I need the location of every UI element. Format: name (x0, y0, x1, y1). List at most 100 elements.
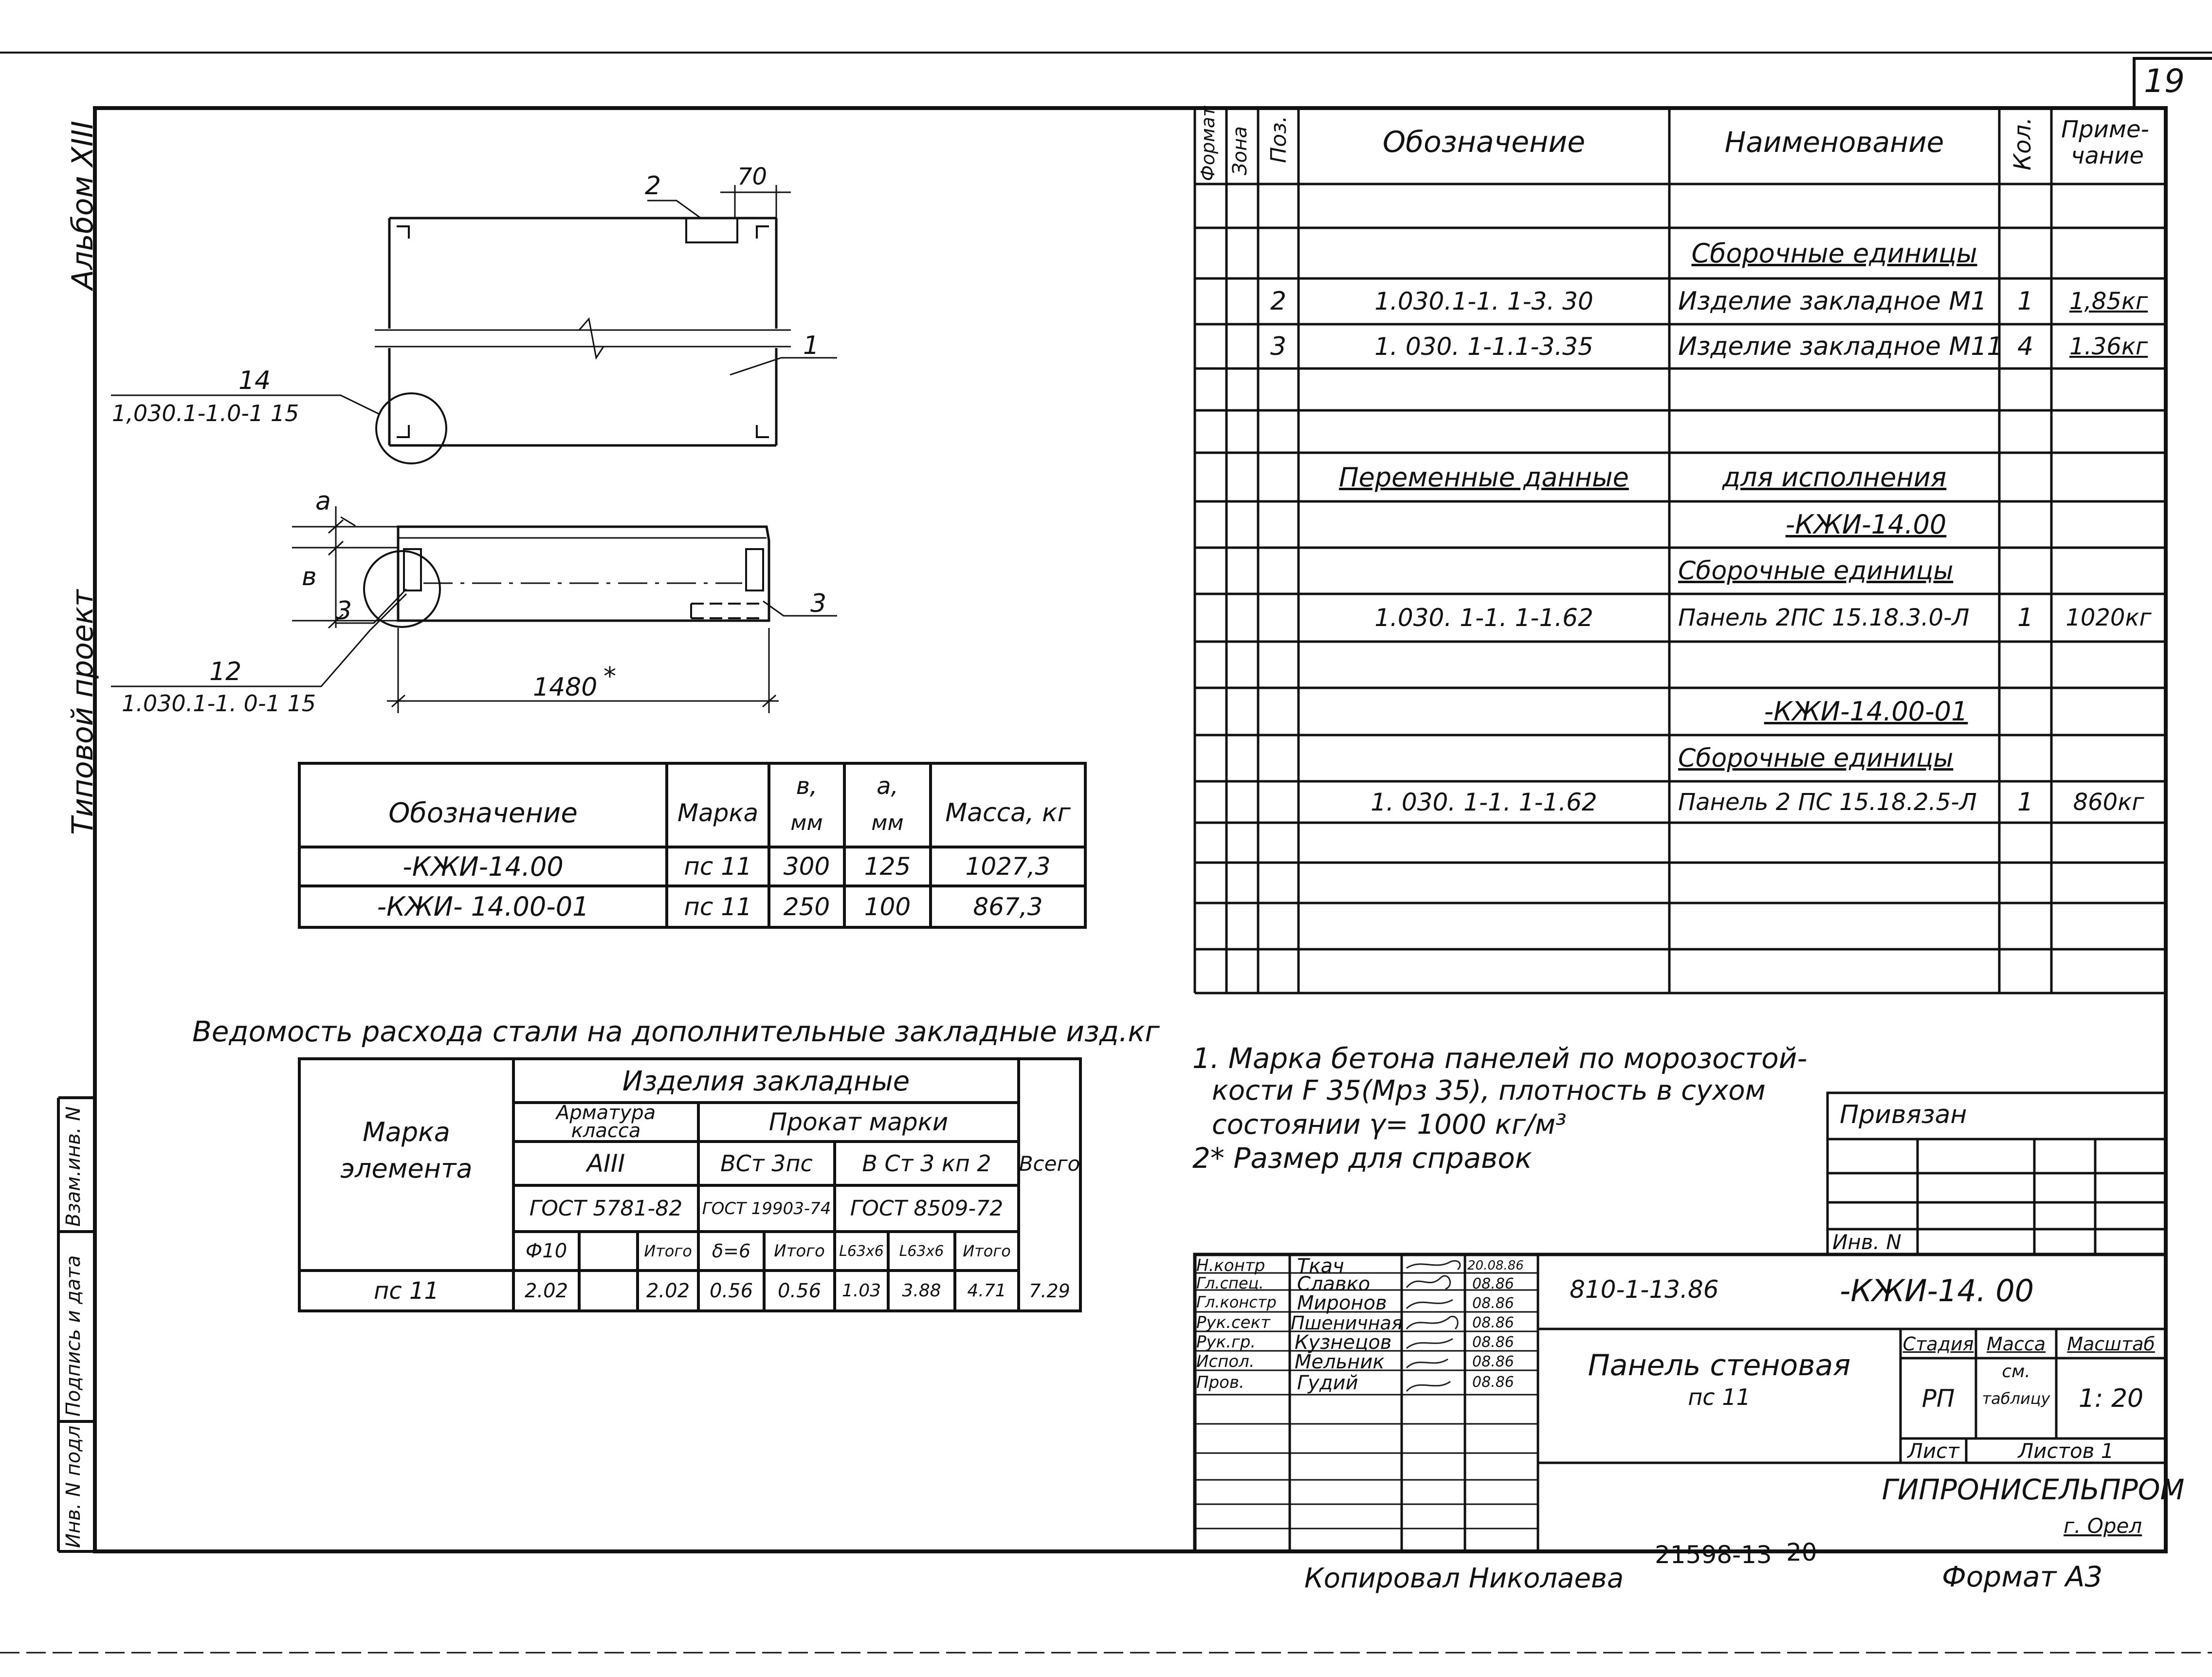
steel-gost-5781: ГОСТ 5781-82 (529, 1196, 683, 1221)
spec-row-6-des: Переменные данные (1339, 461, 1629, 493)
spec-row-8-name: Сборочные единицы (1678, 556, 1954, 586)
spec-row-9-des: 1.030. 1-1. 1-1.62 (1374, 604, 1593, 632)
callout-14-num: 14 (238, 366, 271, 395)
steel-row-itogo-3: 4.71 (967, 1281, 1006, 1301)
note-line-1: 1. Марка бетона панелей по морозостой- (1192, 1042, 1808, 1075)
mass-header-mark: Марка (677, 799, 759, 827)
stamp-mass-1: см. (2002, 1362, 2030, 1382)
stamp-date-7: 08.86 (1472, 1374, 1514, 1391)
stamp-name-3: Миронов (1297, 1292, 1387, 1314)
stamp-date-4: 08.86 (1472, 1314, 1514, 1331)
steel-sub-itogo-1: Итого (644, 1242, 692, 1260)
steel-sub-f10: Ф10 (525, 1240, 567, 1262)
dim-b: в (302, 562, 317, 591)
spec-header-format: Формат (1197, 106, 1219, 181)
field-vzam-inv: Взам.инв. N (62, 1106, 85, 1227)
steel-row-itogo-1: 2.02 (646, 1279, 690, 1302)
callout-1: 1 (803, 331, 820, 360)
stamp-stage-label: Стадия (1902, 1333, 1974, 1355)
mass-header-a-top: а, (877, 773, 898, 800)
stamp-mass-2: таблицу (1982, 1389, 2050, 1408)
field-sign-date: Подпись и дата (62, 1255, 85, 1417)
spec-row-4-des: 1. 030. 1-1.1-3.35 (1374, 332, 1593, 361)
note-line-2: кости F 35(Мрз 35), плотность в сухом (1212, 1075, 1766, 1106)
mass-row-2-mass: 867,3 (973, 892, 1043, 921)
steel-sub-itogo-3: Итого (963, 1242, 1011, 1260)
spec-header-name: Наименование (1724, 126, 1944, 159)
privyazan-inv: Инв. N (1832, 1230, 1901, 1254)
stamp-mark: -КЖИ-14. 00 (1840, 1273, 2034, 1308)
spec-row-4-pos: 3 (1270, 332, 1287, 361)
spec-row-7-name: -КЖИ-14.00 (1785, 509, 1947, 540)
stamp-role-6: Испол. (1196, 1352, 1255, 1371)
stamp-mass-label: Масса (1986, 1333, 2046, 1355)
steel-gost-19903: ГОСТ 19903-74 (702, 1198, 831, 1218)
dim-70: 70 (737, 163, 768, 190)
spec-header-designation: Обозначение (1382, 125, 1586, 159)
steel-row-delta: 0.56 (709, 1279, 753, 1302)
spec-row-4-qty: 4 (2017, 332, 2034, 361)
stamp-scale-label: Масштаб (2067, 1333, 2155, 1355)
spec-table-grid (1193, 108, 2166, 995)
title-block-grid (1193, 1253, 2168, 1553)
mass-row-1-b: 300 (783, 852, 830, 881)
callout-12-ref: 1.030.1-1. 0-1 15 (122, 690, 316, 717)
steel-prokat: Прокат марки (768, 1108, 949, 1136)
mass-row-1-a: 125 (864, 852, 911, 881)
spec-row-13-qty: 1 (2017, 787, 2034, 817)
steel-row-angle-1: 1.03 (841, 1281, 881, 1301)
spec-header-zone: Зона (1229, 126, 1251, 175)
dim-star: * (603, 662, 616, 691)
steel-gost-8509: ГОСТ 8509-72 (850, 1196, 1004, 1221)
stamp-role-5: Рук.гр. (1196, 1332, 1256, 1352)
note-line-4: 2* Размер для справок (1192, 1142, 1532, 1175)
footer-page: 20 (1786, 1538, 1817, 1566)
callout-2: 2 (645, 171, 661, 201)
stamp-date-5: 08.86 (1472, 1334, 1514, 1351)
steel-row-f10: 2.02 (524, 1279, 568, 1302)
stamp-org: ГИПРОНИСЕЛЬПРОМ (1882, 1473, 2185, 1506)
spec-row-9-qty: 1 (2017, 603, 2034, 632)
steel-group: Изделия закладные (622, 1066, 910, 1097)
mass-header-designation: Обозначение (388, 797, 578, 829)
steel-row-itogo-2: 0.56 (777, 1279, 822, 1302)
spec-row-9-note: 1020кг (2066, 604, 2152, 631)
section-view (111, 506, 837, 713)
steel-a3: АIII (586, 1149, 625, 1178)
spec-row-3-pos: 2 (1270, 287, 1287, 316)
spec-row-13-note: 860кг (2073, 788, 2144, 816)
spec-header-qty: Кол. (2009, 117, 2036, 170)
spec-row-4-name: Изделие закладное М11 (1678, 332, 2003, 361)
stamp-role-1: Н.контр (1196, 1256, 1265, 1275)
stamp-scale: 1: 20 (2078, 1383, 2144, 1413)
stamp-role-4: Рук.сект (1196, 1313, 1270, 1332)
stamp-name-4: Пшеничная (1291, 1312, 1403, 1334)
privyazan-title: Привязан (1840, 1100, 1967, 1129)
steel-arm-class-1: Арматура (556, 1102, 656, 1124)
mass-row-1-mass: 1027,3 (965, 852, 1051, 881)
mass-header-a-bot: мм (871, 810, 904, 835)
spec-row-13-name: Панель 2 ПС 15.18.2.5-Л (1678, 788, 1977, 816)
stamp-role-2: Гл.спец. (1196, 1274, 1264, 1292)
stamp-date-6: 08.86 (1472, 1353, 1514, 1370)
spec-row-12-name: Сборочные единицы (1678, 743, 1954, 773)
stamp-code: 810-1-13.86 (1570, 1275, 1719, 1304)
spec-row-13-des: 1. 030. 1-1. 1-1.62 (1371, 788, 1597, 816)
stamp-date-3: 08.86 (1472, 1295, 1514, 1312)
stamp-city: г. Орел (2064, 1514, 2142, 1538)
steel-vst3ps: ВСт 3пс (720, 1150, 813, 1177)
stamp-name-7: Гудий (1297, 1372, 1358, 1394)
steel-table-grid (298, 1057, 1082, 1312)
stamp-sheet-label: Лист (1907, 1438, 1959, 1463)
spec-row-4-note: 1.36кг (2069, 332, 2148, 360)
spec-row-3-des: 1.030.1-1. 1-3. 30 (1374, 287, 1593, 315)
note-line-3: состоянии γ= 1000 кг/м³ (1212, 1109, 1567, 1141)
spec-header-note-2: чание (2071, 142, 2144, 169)
album-label: Альбом XIII (66, 121, 100, 290)
spec-header-pos: Поз. (1266, 115, 1291, 163)
steel-col-mark-2: элемента (340, 1153, 473, 1184)
stamp-stage: РП (1921, 1384, 1955, 1413)
steel-total-header: Всего (1019, 1151, 1080, 1176)
stamp-name-2: Славко (1297, 1273, 1371, 1295)
stamp-role-3: Гл.констр (1196, 1293, 1277, 1311)
